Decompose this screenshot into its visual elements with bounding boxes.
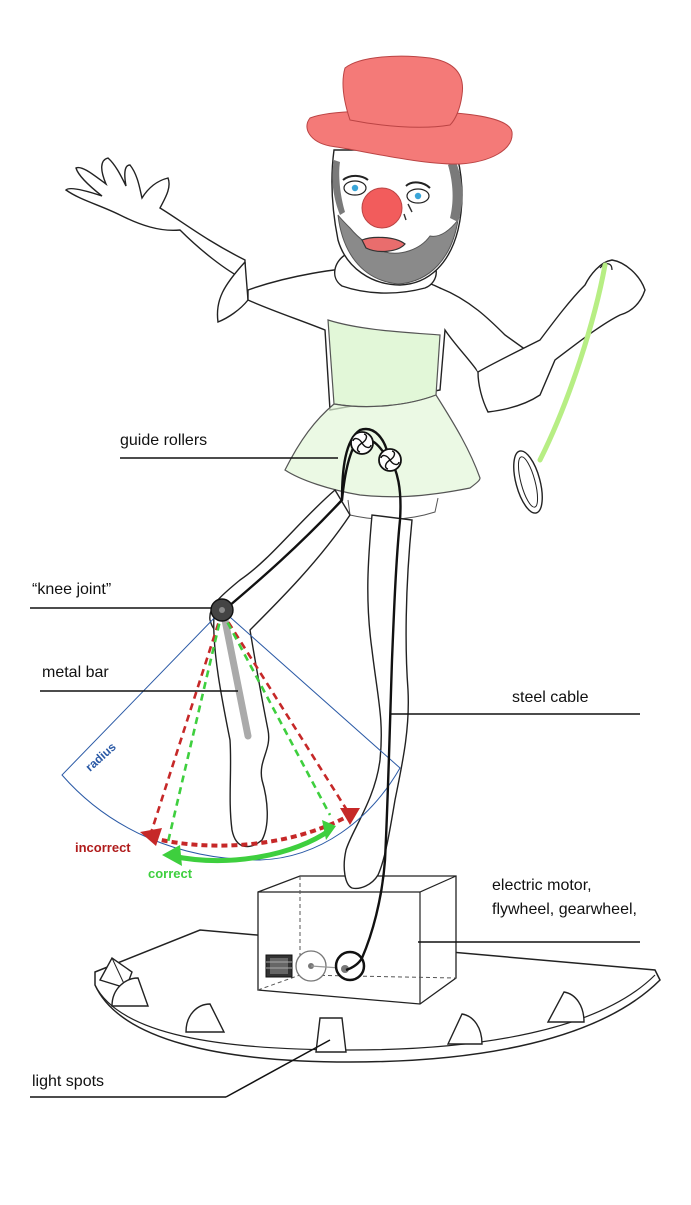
mouth bbox=[361, 236, 406, 253]
hoop bbox=[513, 262, 608, 514]
left-arm bbox=[64, 157, 249, 323]
knee-joint bbox=[210, 598, 234, 622]
right-hand bbox=[477, 259, 646, 413]
motor-label-line1: electric motor, bbox=[492, 877, 592, 894]
label-lines bbox=[30, 457, 640, 1098]
dress bbox=[284, 319, 481, 520]
clown-head bbox=[331, 149, 463, 286]
steel-cable-label: steel cable bbox=[512, 689, 589, 706]
light-spot-icon bbox=[546, 991, 585, 1023]
light-spot-icon bbox=[98, 956, 133, 989]
metal-bar bbox=[220, 611, 252, 740]
correct-label: correct bbox=[148, 866, 193, 881]
light-spot-icon bbox=[185, 1003, 226, 1033]
light-spots-label: light spots bbox=[32, 1073, 104, 1090]
standing-leg bbox=[343, 514, 413, 890]
eye-icon bbox=[342, 174, 369, 196]
correct-swing bbox=[162, 611, 336, 866]
guide-rollers-label: guide rollers bbox=[120, 432, 207, 449]
gearwheel-icon bbox=[334, 950, 366, 982]
motor-label-line2: flywheel, gearwheel, bbox=[492, 901, 637, 918]
motor-box bbox=[257, 875, 457, 1005]
metal-bar-label: metal bar bbox=[42, 664, 109, 681]
lifted-leg bbox=[209, 488, 351, 848]
radius-label: radius bbox=[83, 740, 119, 775]
flywheel-icon bbox=[295, 950, 341, 982]
guide-roller-icon bbox=[350, 431, 374, 455]
knee-joint-label: “knee joint” bbox=[32, 581, 111, 598]
light-spots bbox=[98, 956, 585, 1053]
incorrect-label: incorrect bbox=[75, 840, 131, 855]
incorrect-swing bbox=[140, 611, 360, 848]
light-spot-icon bbox=[111, 977, 149, 1007]
light-spot-icon bbox=[446, 1013, 483, 1045]
clown-nose bbox=[361, 187, 403, 229]
guide-roller-icon bbox=[378, 448, 402, 472]
radius-sector bbox=[61, 609, 401, 861]
electric-motor-icon bbox=[265, 954, 293, 978]
clown-hat bbox=[306, 55, 513, 165]
light-spot-icon bbox=[315, 1017, 347, 1053]
eye-icon bbox=[405, 181, 431, 204]
